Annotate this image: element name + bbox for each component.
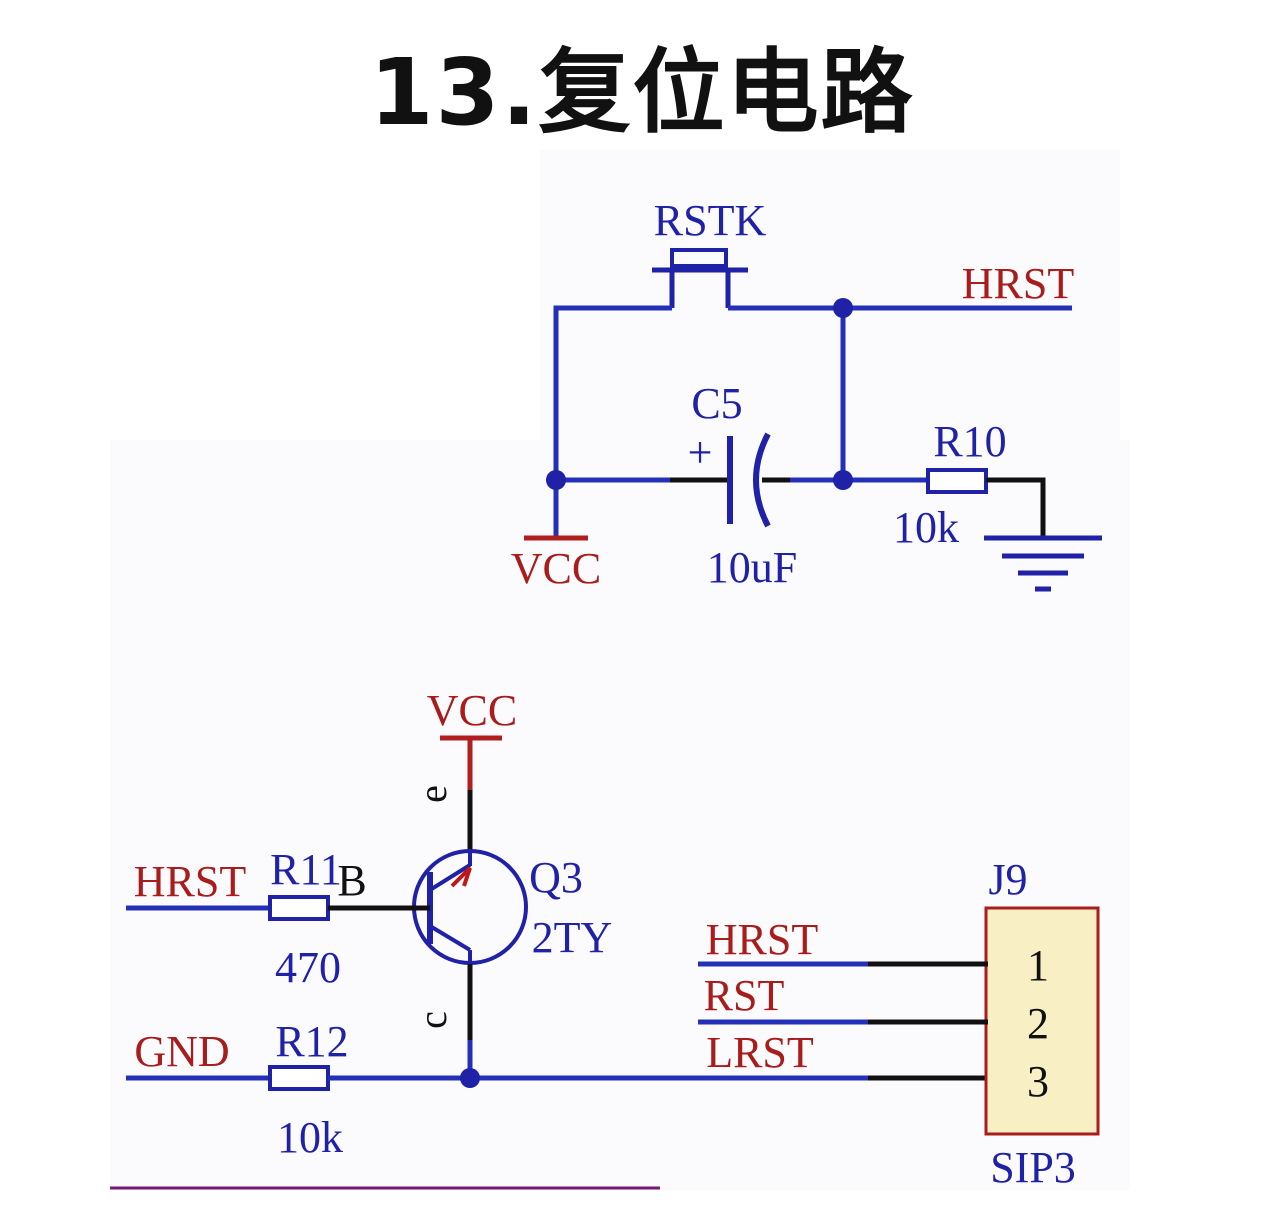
j9-pin-number: 3 [1027,1057,1049,1106]
page-title: 13.复位电路 [369,39,915,146]
r12-value: 10k [277,1113,343,1162]
reset-switch-rstk [652,248,748,308]
wire-left-vertical [553,305,672,480]
q3-type: 2TY [532,913,613,962]
net-label-vcc-lower: VCC [427,686,517,735]
r12-designator: R12 [275,1017,348,1066]
wire-r10-ground [986,477,1046,536]
j9-pin-number: 2 [1027,999,1049,1048]
junction-dot [460,1068,480,1088]
resistor-r10 [926,468,988,494]
ground-symbol [984,535,1102,592]
capacitor-c5 [727,432,771,528]
j9-designator: J9 [988,855,1027,904]
resistor-r12 [268,1065,330,1091]
j9-footprint: SIP3 [990,1143,1076,1192]
net-label-j9-pin3: LRST [706,1028,814,1077]
net-label-j9-pin1: HRST [706,915,819,964]
q3-designator: Q3 [529,853,583,902]
connector-j9 [984,906,1100,1136]
net-label-vcc-upper: VCC [511,544,601,593]
junction-dot [833,470,853,490]
c5-value: 10uF [707,543,797,592]
net-label-hrst-upper: HRST [962,259,1075,308]
r11-value: 470 [275,943,341,992]
junction-dot [833,298,853,318]
c5-designator: C5 [691,379,742,428]
capacitor-plus-mark: + [688,428,713,477]
net-label-hrst-lower: HRST [134,857,247,906]
junction-dot [546,470,566,490]
r11-designator: R11 [270,845,342,894]
base-pin-label: B [337,856,366,905]
j9-pin-number: 1 [1027,941,1049,990]
rstk-designator: RSTK [654,196,767,245]
resistor-r11 [268,895,330,921]
r10-designator: R10 [933,417,1006,466]
r10-value: 10k [893,503,959,552]
net-label-j9-pin2: RST [704,971,785,1020]
net-label-gnd: GND [134,1027,229,1076]
emitter-pin-label: e [410,785,455,803]
collector-pin-label: c [410,1011,455,1029]
